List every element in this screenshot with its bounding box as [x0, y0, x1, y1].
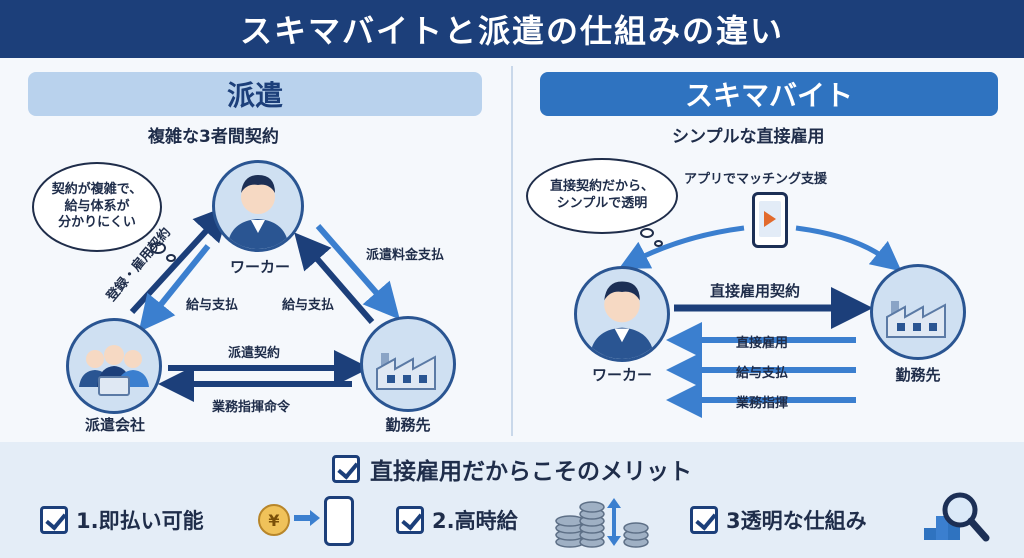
- label-instruction-direct: 業務指揮: [736, 396, 789, 411]
- factory-icon: [376, 353, 436, 390]
- benefit-item-2: 2.高時給: [396, 505, 518, 535]
- benefits-heading: 直接雇用だからこそのメリット: [0, 452, 1024, 486]
- bubble-dot: [654, 240, 663, 247]
- checkbox-icon: [690, 506, 718, 534]
- haken-arrows: [129, 204, 400, 402]
- checkbox-icon: [40, 506, 68, 534]
- benefit-item-1: 1.即払い可能: [40, 505, 204, 535]
- page-title: スキマバイトと派遣の仕組みの違い: [239, 12, 784, 50]
- factory-icon: [886, 301, 946, 338]
- coins-icon: [552, 494, 652, 554]
- benefits-heading-text: 直接雇用だからこそのメリット: [370, 459, 692, 485]
- label-salary-direct: 給与支払: [736, 366, 789, 381]
- benefit-label-1: 1.即払い可能: [76, 509, 204, 533]
- label-salary-left: 給与支払: [186, 298, 239, 313]
- agency-avatar: [66, 318, 162, 414]
- client-label-right: 勤務先: [895, 366, 941, 384]
- benefits-area: [0, 442, 1024, 558]
- worker-label: ワーカー: [229, 258, 290, 276]
- checkbox-icon: [332, 455, 360, 483]
- client-avatar: [360, 316, 456, 412]
- worker-label-right: ワーカー: [591, 366, 652, 384]
- benefit-item-3: 3透明な仕組み: [690, 505, 867, 535]
- haken-subtitle: 複雑な3者間契約: [148, 127, 279, 147]
- skima-thought-bubble: 直接契約だから、 シンプルで透明: [526, 158, 678, 234]
- arrow-salary-left: [138, 244, 211, 333]
- worker-avatar-right: [574, 266, 670, 362]
- bubble-dot: [166, 254, 176, 262]
- haken-thought-bubble: 契約が複雑で、 給与体系が 分かりにくい: [32, 162, 162, 252]
- label-salary-right: 給与支払: [282, 298, 335, 313]
- skima-subtitle: シンプルな直接雇用: [672, 127, 825, 147]
- label-direct-employment: 直接雇用: [736, 336, 789, 351]
- arrow-right-icon: [294, 515, 312, 521]
- haken-panel-title: 派遣: [28, 72, 482, 116]
- panel-divider: [511, 66, 513, 436]
- app-matching-label: アプリでマッチング支援: [684, 172, 828, 187]
- skima-arrows: [618, 225, 902, 418]
- person-icon: [589, 281, 655, 359]
- label-fee: 派遣料金支払: [366, 248, 445, 263]
- agency-label: 派遣会社: [84, 416, 145, 434]
- smartphone-icon: [324, 496, 354, 546]
- person-icon: [227, 175, 289, 249]
- group-icon: [79, 345, 149, 396]
- label-dispatch-contract: 派遣契約: [228, 346, 281, 361]
- arc-app-to-client: [795, 225, 902, 272]
- header-bar: スキマバイトと派遣の仕組みの違い: [0, 0, 1024, 58]
- magnifier-icon: [918, 484, 1002, 554]
- checkbox-icon: [396, 506, 424, 534]
- bubble-dot: [640, 228, 654, 238]
- client-label: 勤務先: [385, 416, 431, 434]
- benefit-label-2: 2.高時給: [432, 509, 518, 533]
- label-direct-contract: 直接雇用契約: [710, 282, 801, 300]
- yen-coin-icon: ¥: [258, 504, 290, 536]
- skima-panel-title: スキマバイト: [540, 72, 998, 116]
- arrow-salary-right: [294, 232, 375, 324]
- benefit-label-3: 3透明な仕組み: [726, 509, 867, 533]
- phone-icon: [752, 192, 788, 248]
- bubble-dot: [150, 242, 166, 254]
- client-avatar-right: [870, 264, 966, 360]
- arc-app-to-worker: [618, 225, 745, 269]
- label-instruction: 業務指揮命令: [212, 400, 291, 415]
- worker-avatar: [212, 160, 304, 252]
